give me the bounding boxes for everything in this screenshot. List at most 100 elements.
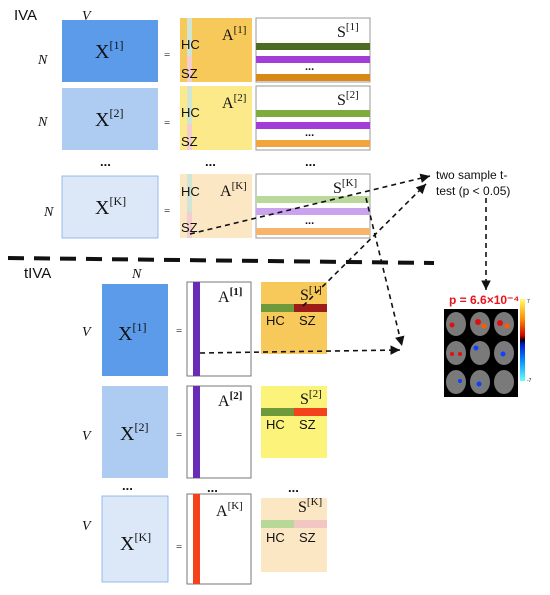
- iva-a1-hc-strip: [187, 18, 192, 56]
- ttest-label-line1: two sample t-: [436, 168, 507, 182]
- iva-ak-sz-label: SZ: [181, 220, 198, 235]
- tiva-s2-matrix: [261, 386, 327, 458]
- tiva-s2-hc-bar: [261, 408, 294, 416]
- pvalue-label: p = 6.6×10⁻⁴: [449, 293, 519, 307]
- iva-s2-row-purple: [256, 122, 370, 129]
- tiva-s1-hc-bar: [261, 304, 294, 312]
- tiva-s2-hc-label: HC: [266, 417, 285, 432]
- iva-x2-matrix: [62, 88, 158, 150]
- tiva-rowk-equals: =: [176, 541, 182, 553]
- colorbar-top-label: 7: [527, 299, 530, 305]
- iva-a2-sz-label: SZ: [181, 134, 198, 149]
- iva-ak-hc-label: HC: [181, 184, 200, 199]
- iva-a-ellipsis: ...: [205, 154, 216, 169]
- tiva-a2-column: [193, 386, 200, 478]
- tiva-ak-label: A[K]: [216, 500, 243, 520]
- iva-ak-sz-strip: [187, 212, 192, 238]
- iva-x2-label: X[2]: [95, 106, 123, 131]
- tiva-s1-matrix: [261, 282, 327, 354]
- activation-blobs: [449, 319, 510, 387]
- tiva-s1-sz-bar: [294, 304, 327, 312]
- tiva-sk-hc-bar: [261, 520, 294, 528]
- tiva-s2-sz-bar: [294, 408, 327, 416]
- tiva-a-ellipsis: ...: [207, 480, 218, 495]
- iva-s1-label: S[1]: [337, 21, 359, 41]
- iva-x1-matrix: [62, 20, 158, 82]
- section-divider: [7, 256, 435, 265]
- tiva-s1-hc-label: HC: [266, 313, 285, 328]
- tiva-xk-label: X[K]: [120, 530, 151, 555]
- iva-s2-label: S[2]: [337, 89, 359, 109]
- arrow-tiva-a-to-brain: [199, 345, 401, 355]
- colorbar: [520, 299, 525, 381]
- iva-s1-row-orange: [256, 74, 370, 81]
- tiva-row2-dim-v: V: [82, 429, 92, 444]
- iva-sk-matrix: [255, 173, 371, 239]
- iva-dim-v: V: [82, 9, 92, 24]
- iva-xk-label: X[K]: [95, 194, 126, 219]
- tiva-a2-label: A[2]: [218, 390, 242, 410]
- iva-row2-dim-n: N: [37, 115, 48, 130]
- iva-sk-ellipsis: ...: [305, 215, 314, 227]
- iva-a2-label: A[2]: [222, 92, 246, 112]
- tiva-title: tIVA: [24, 265, 51, 282]
- tiva-rowk-dim-v: V: [82, 519, 92, 534]
- tiva-sk-sz-bar: [294, 520, 327, 528]
- iva-a1-sz-label: SZ: [181, 66, 198, 81]
- iva-a1-hc-label: HC: [181, 37, 200, 52]
- iva-x-ellipsis: ...: [100, 154, 111, 169]
- tiva-dim-n: N: [131, 267, 142, 282]
- tiva-sk-label: S[K]: [298, 496, 322, 516]
- tiva-ak-column: [193, 494, 200, 584]
- tiva-xk-matrix: [101, 495, 169, 583]
- iva-row2-equals: =: [164, 117, 170, 129]
- tiva-sk-matrix: [261, 498, 327, 572]
- tiva-s1-sz-label: SZ: [299, 313, 316, 328]
- iva-title: IVA: [14, 7, 37, 24]
- iva-s1-row-green: [256, 43, 370, 50]
- iva-row1-equals: =: [164, 49, 170, 61]
- arrow-iva-s-to-brain: [365, 197, 405, 347]
- tiva-x1-label: X[1]: [118, 320, 146, 345]
- tiva-a1-label: A[1]: [218, 286, 242, 306]
- tiva-x-ellipsis: ...: [122, 478, 133, 493]
- iva-a1-label: A[1]: [222, 24, 246, 44]
- iva-xk-matrix: [61, 175, 159, 239]
- iva-ak-label: A[K]: [220, 180, 247, 200]
- iva-rowk-equals: =: [164, 205, 170, 217]
- iva-s2-row-green: [256, 110, 370, 117]
- iva-a2-hc-label: HC: [181, 105, 200, 120]
- tiva-row2-equals: =: [176, 429, 182, 441]
- tiva-row1-dim-v: V: [82, 325, 92, 340]
- iva-s1-ellipsis: ...: [305, 61, 314, 73]
- iva-sk-label: S[K]: [333, 177, 357, 197]
- iva-x1-label: X[1]: [95, 38, 123, 63]
- iva-s-ellipsis: ...: [305, 154, 316, 169]
- iva-sk-row-green: [256, 196, 370, 203]
- iva-rowk-dim-n: N: [43, 205, 54, 220]
- tiva-x1-matrix: [102, 284, 168, 376]
- iva-s2-matrix: [255, 85, 371, 151]
- iva-ak-hc-strip: [187, 174, 192, 212]
- iva-s2-ellipsis: ...: [305, 127, 314, 139]
- iva-sk-row-purple: [256, 208, 370, 215]
- tiva-s1-label: S[1]: [300, 284, 322, 304]
- tiva-a1-column: [193, 282, 200, 376]
- iva-a2-hc-strip: [187, 86, 192, 124]
- tiva-sk-hc-label: HC: [266, 530, 285, 545]
- colorbar-bottom-label: -7: [527, 378, 532, 384]
- iva-s1-row-purple: [256, 56, 370, 63]
- tiva-row1-equals: =: [176, 325, 182, 337]
- ttest-label-line2: test (p < 0.05): [436, 184, 510, 198]
- tiva-sk-sz-label: SZ: [299, 530, 316, 545]
- iva-a1-sz-strip: [187, 56, 192, 82]
- iva-s2-row-orange: [256, 140, 370, 147]
- arrow-tiva-s-to-ttest: [302, 183, 427, 307]
- iva-a2-sz-strip: [187, 124, 192, 150]
- tiva-s-ellipsis: ...: [288, 480, 299, 495]
- iva-sk-row-orange: [256, 228, 370, 235]
- tiva-x2-label: X[2]: [120, 420, 148, 445]
- iva-row1-dim-n: N: [37, 53, 48, 68]
